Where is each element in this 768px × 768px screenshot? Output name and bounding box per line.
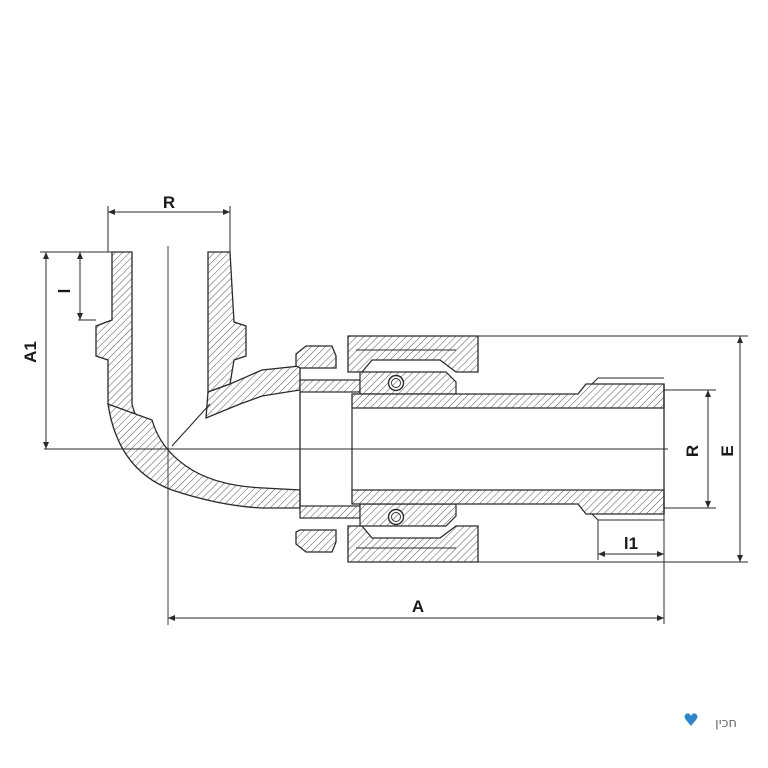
body-hex-upper bbox=[295, 345, 337, 369]
dim-e bbox=[478, 335, 748, 563]
dim-a bbox=[168, 514, 665, 624]
dim-right-r-label: R bbox=[683, 445, 702, 457]
dim-l1-label: l1 bbox=[624, 534, 638, 553]
clamp-ring-bottom bbox=[359, 503, 457, 527]
dim-right-r bbox=[664, 389, 716, 509]
dim-top-r-label: R bbox=[163, 193, 175, 212]
vertical-right-wall bbox=[207, 251, 247, 393]
union-nut-top bbox=[347, 335, 479, 373]
clamp-ring-top bbox=[359, 371, 457, 395]
body-hex-lower bbox=[295, 529, 337, 553]
dim-a1 bbox=[40, 251, 108, 449]
brand-logo: חכין bbox=[684, 713, 737, 731]
body-inner-sleeve-top bbox=[299, 379, 361, 393]
dim-a-label: A bbox=[412, 597, 424, 616]
dim-l bbox=[77, 251, 112, 321]
logo-heart-icon bbox=[684, 713, 698, 726]
elbow-outer-wall bbox=[107, 403, 301, 509]
elbow-bore-line bbox=[171, 403, 211, 447]
dim-l-label: l bbox=[55, 289, 74, 294]
body-inner-sleeve-bottom bbox=[299, 505, 361, 519]
union-nut-bottom bbox=[347, 525, 479, 563]
o-ring-bottom-inner bbox=[391, 512, 401, 522]
dim-top-r bbox=[107, 206, 231, 252]
logo-text: חכין bbox=[715, 716, 737, 731]
dim-a1-label: A1 bbox=[21, 341, 40, 363]
o-ring-top-inner bbox=[391, 378, 401, 388]
dim-e-label: E bbox=[718, 445, 737, 456]
